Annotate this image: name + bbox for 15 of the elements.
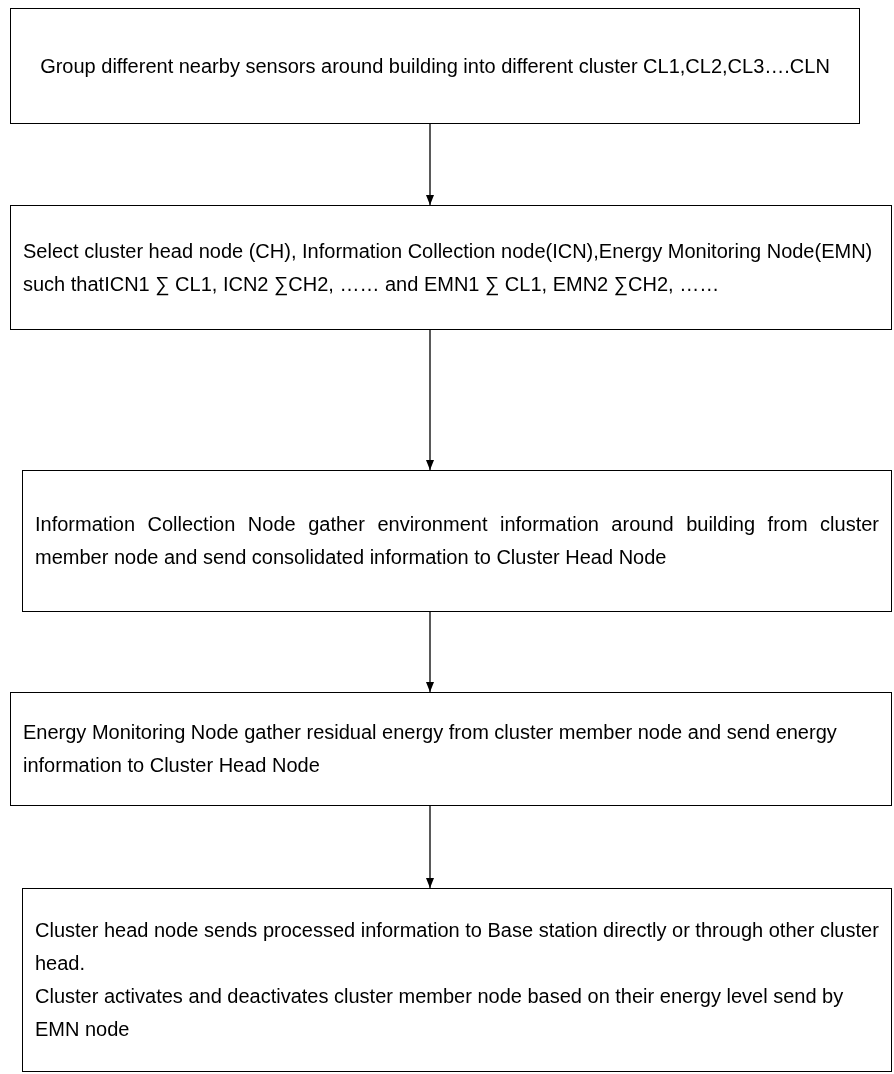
step-text: Group different nearby sensors around building into different cluster CL1,CL2,CL3….CLN <box>39 53 831 79</box>
arrow <box>425 611 435 693</box>
step-text: Information Collection Node gather environment information around building from cluster member node and send consolidated information to Cluster Head Node <box>35 512 879 570</box>
process-box <box>10 692 892 806</box>
process-box <box>10 205 892 330</box>
process-box <box>22 888 892 1072</box>
arrow <box>425 329 435 471</box>
step-text: Select cluster head node (CH), Information Collection node(ICN),Energy Monitoring Node(EMN) such thatICN1 ∑ CL1, ICN2 ∑CH2, …… and EMN1 ∑ CL1, EMN2 ∑CH2, …… <box>23 238 874 298</box>
step-text: Energy Monitoring Node gather residual energy from cluster member node and send energy information to Cluster Head Node <box>23 720 838 778</box>
arrow <box>425 805 435 889</box>
process-box <box>10 8 860 124</box>
process-box <box>22 470 892 612</box>
arrow <box>425 123 435 206</box>
step-text: Cluster activates and deactivates cluster member node based on their energy level send by EMN node <box>35 984 845 1042</box>
step-text: Cluster head node sends processed information to Base station directly or through other cluster head. <box>35 918 879 976</box>
